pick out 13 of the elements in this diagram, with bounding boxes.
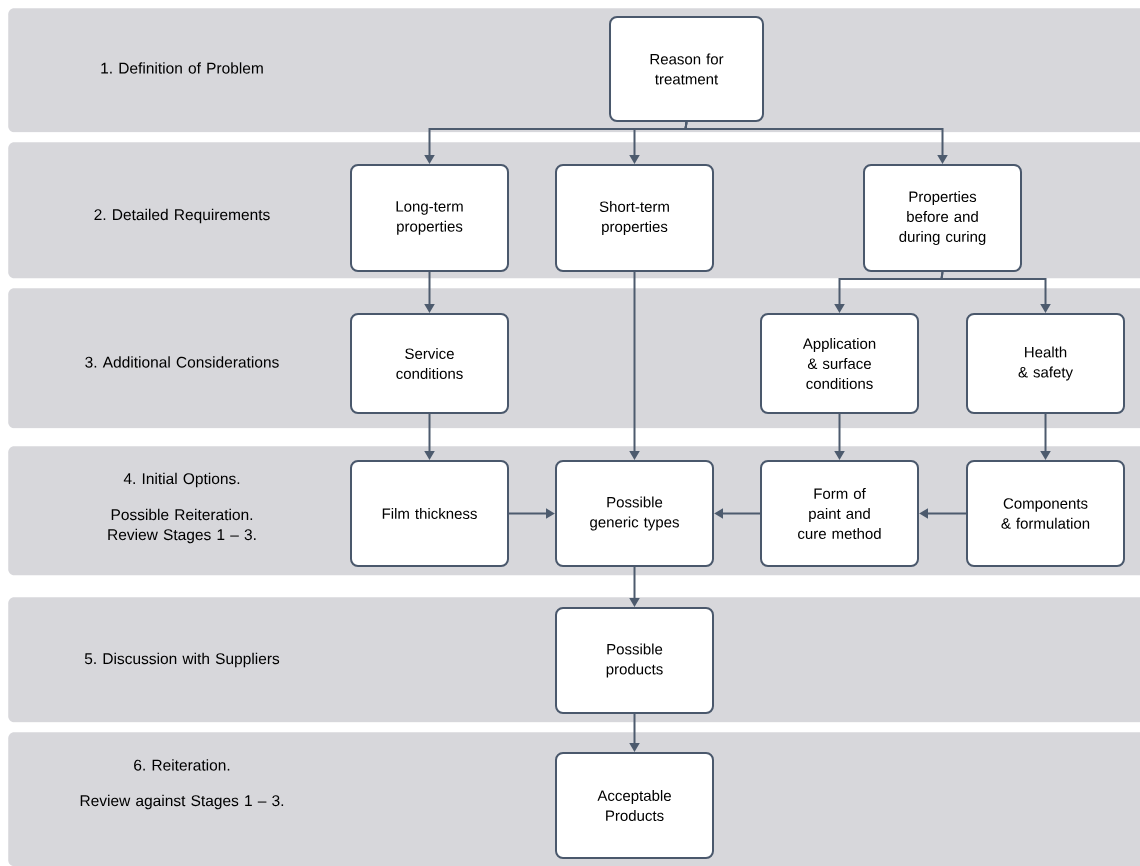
process-box: Acceptable Products	[555, 752, 714, 859]
process-box: Properties before and during curing	[863, 164, 1022, 272]
process-box: Film thickness	[350, 460, 509, 567]
process-box: Health & safety	[966, 313, 1125, 414]
process-box: Long-term properties	[350, 164, 509, 272]
process-box: Reason for treatment	[609, 16, 764, 122]
process-box: Form of paint and cure method	[760, 460, 919, 567]
process-box: Service conditions	[350, 313, 509, 414]
process-box: Short-term properties	[555, 164, 714, 272]
process-box: Possible products	[555, 607, 714, 714]
process-box: Components & formulation	[966, 460, 1125, 567]
process-box: Possible generic types	[555, 460, 714, 567]
process-box: Application & surface conditions	[760, 313, 919, 414]
